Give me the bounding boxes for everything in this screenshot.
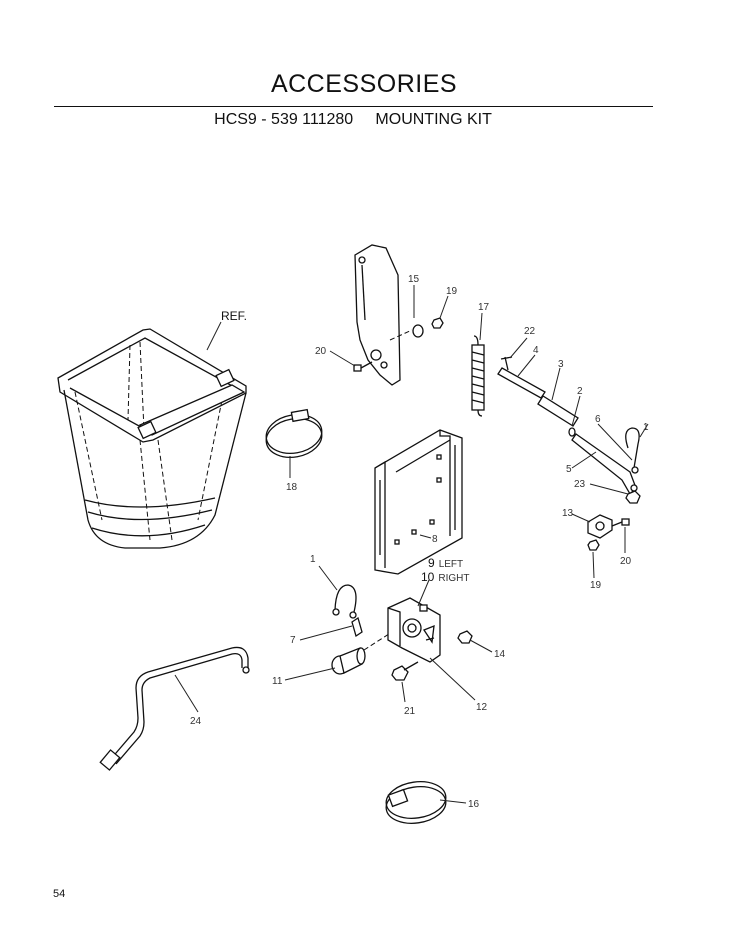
part-21-bolt <box>391 661 419 681</box>
callout-20-upper: 20 <box>315 346 327 357</box>
part-16-hose-clamp <box>385 781 447 824</box>
callout-21: 21 <box>404 706 416 717</box>
callout-16: 16 <box>468 799 480 810</box>
grass-bag-reference <box>57 328 247 549</box>
page-title: ACCESSORIES <box>270 70 458 98</box>
callout-18: 18 <box>286 482 298 493</box>
title-rule <box>54 106 653 107</box>
part-24-bail-handle <box>99 646 250 771</box>
part-8-mounting-frame <box>374 429 463 575</box>
part-23-nut <box>625 484 641 504</box>
part-12-pivot-bracket <box>387 597 441 663</box>
page-number: 54 <box>53 888 66 900</box>
callout-5: 5 <box>566 464 572 475</box>
callout-14: 14 <box>494 649 506 660</box>
callout-13: 13 <box>562 508 574 519</box>
callout-2: 2 <box>577 386 583 397</box>
callout-20-lower: 20 <box>620 556 632 567</box>
callout-8: 8 <box>432 534 438 545</box>
callout-19-lower: 19 <box>590 580 602 591</box>
part-13-plate <box>587 514 613 539</box>
callout-17: 17 <box>478 302 490 313</box>
part-18-hose-clamp <box>265 408 323 458</box>
part-2-bushing <box>568 427 576 437</box>
part-19-nut-upper <box>412 317 444 338</box>
callout-11: 11 <box>272 676 283 687</box>
part-3-tube <box>537 395 579 427</box>
callout-4: 4 <box>533 345 539 356</box>
part-11-pivot-pin <box>331 631 393 675</box>
callout-19-upper: 19 <box>446 286 458 297</box>
callout-7: 7 <box>290 635 296 646</box>
callout-22: 22 <box>524 326 536 337</box>
part-14-nut <box>457 630 473 644</box>
callout-1-lower: 1 <box>310 554 316 565</box>
part-20-bolt-upper <box>353 361 373 372</box>
part-1-hairpin-upper <box>625 427 640 474</box>
callout-1-upper: 1 <box>643 422 649 433</box>
part-15-bracket-plate <box>354 244 413 386</box>
part-19-nut-lower <box>587 539 600 551</box>
callout-23: 23 <box>574 479 586 490</box>
part-17-spring <box>471 335 485 417</box>
part-1-hairpin-lower <box>332 584 357 619</box>
part-4-rod <box>497 367 546 399</box>
part-7-pin <box>351 616 363 638</box>
callout-12: 12 <box>476 702 488 713</box>
callout-15: 15 <box>408 274 420 285</box>
callout-ref: REF. <box>221 309 247 323</box>
part-20-bolt-lower <box>611 518 630 527</box>
callout-24: 24 <box>190 716 202 727</box>
callout-6: 6 <box>595 414 601 425</box>
kit-subtitle: HCS9 - 539 111280 MOUNTING KIT <box>214 111 492 128</box>
callout-3: 3 <box>558 359 564 370</box>
